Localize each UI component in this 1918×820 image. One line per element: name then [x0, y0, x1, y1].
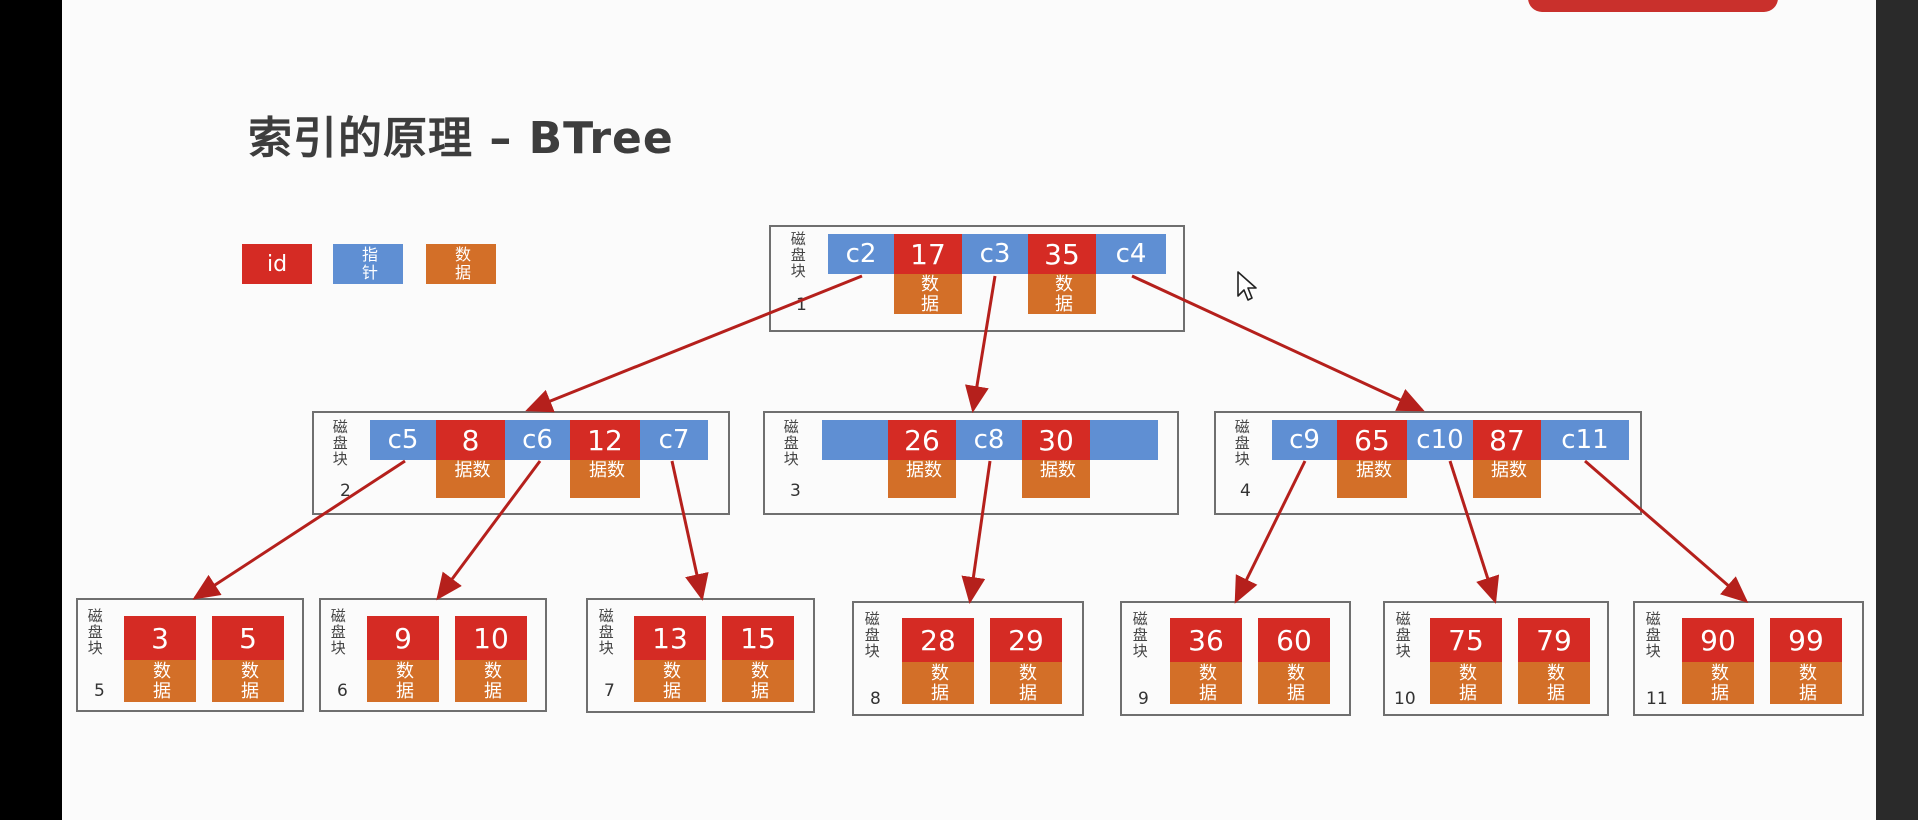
data-17: 数据: [894, 274, 962, 314]
data-30: 数据: [1022, 460, 1090, 498]
data-9: 数据: [367, 660, 439, 702]
block-1-label: 磁盘块: [788, 231, 807, 279]
block-5-number: 5: [94, 681, 105, 701]
block-6-number: 6: [337, 681, 348, 701]
key-26: 26: [888, 420, 956, 460]
key-10: 10: [455, 616, 527, 660]
data-8: 数据: [436, 460, 505, 498]
pointer-c6: c6: [505, 420, 570, 460]
data-3: 数据: [124, 660, 196, 702]
data-26: 数据: [888, 460, 956, 498]
data-75: 数据: [1430, 662, 1502, 704]
block-10-number: 10: [1394, 689, 1416, 709]
pointer-c8: c8: [956, 420, 1022, 460]
block-11-label: 磁盘块: [1643, 611, 1662, 659]
data-90: 数据: [1682, 662, 1754, 704]
pointer-c2: c2: [828, 234, 894, 274]
data-36: 数据: [1170, 662, 1242, 704]
disk-block-5: [76, 598, 304, 712]
pointer-empty-left: [822, 420, 888, 460]
block-1-number: 1: [796, 295, 807, 315]
key-28: 28: [902, 618, 974, 662]
legend-id: id: [242, 244, 312, 284]
pointer-c11: c11: [1541, 420, 1629, 460]
legend-pointer: 指针: [333, 244, 403, 284]
legend-pointer-label: 指针: [359, 246, 378, 282]
data-5: 数据: [212, 660, 284, 702]
key-17: 17: [894, 234, 962, 274]
disk-block-11: [1633, 601, 1864, 716]
data-87: 数据: [1473, 460, 1541, 498]
block-9-label: 磁盘块: [1130, 611, 1149, 659]
block-7-number: 7: [604, 681, 615, 701]
block-5-label: 磁盘块: [85, 608, 104, 656]
key-29: 29: [990, 618, 1062, 662]
block-10-label: 磁盘块: [1393, 611, 1412, 659]
block-2-label: 磁盘块: [330, 419, 349, 467]
key-35: 35: [1028, 234, 1096, 274]
data-65: 数据: [1337, 460, 1407, 498]
key-30: 30: [1022, 420, 1090, 460]
key-65: 65: [1337, 420, 1407, 460]
data-35: 数据: [1028, 274, 1096, 314]
key-75: 75: [1430, 618, 1502, 662]
pointer-empty-right: [1090, 420, 1158, 460]
pointer-c9: c9: [1272, 420, 1337, 460]
data-12: 数据: [570, 460, 640, 498]
key-99: 99: [1770, 618, 1842, 662]
data-60: 数据: [1258, 662, 1330, 704]
pointer-c4: c4: [1096, 234, 1166, 274]
data-15: 数据: [722, 660, 794, 702]
key-79: 79: [1518, 618, 1590, 662]
data-99: 数据: [1770, 662, 1842, 704]
block-7-label: 磁盘块: [596, 608, 615, 656]
block-9-number: 9: [1138, 689, 1149, 709]
pointer-c3: c3: [962, 234, 1028, 274]
block-8-number: 8: [870, 689, 881, 709]
block-8-label: 磁盘块: [862, 611, 881, 659]
block-3-label: 磁盘块: [781, 419, 800, 467]
key-12: 12: [570, 420, 640, 460]
data-79: 数据: [1518, 662, 1590, 704]
page-title: 索引的原理 – BTree: [248, 113, 674, 164]
block-6-label: 磁盘块: [328, 608, 347, 656]
top-badge: [1528, 0, 1778, 12]
block-3-number: 3: [790, 481, 801, 501]
legend-data: 数据: [426, 244, 496, 284]
key-15: 15: [722, 616, 794, 660]
data-28: 数据: [902, 662, 974, 704]
data-10: 数据: [455, 660, 527, 702]
block-4-number: 4: [1240, 481, 1251, 501]
data-29: 数据: [990, 662, 1062, 704]
key-36: 36: [1170, 618, 1242, 662]
disk-block-6: [319, 598, 547, 712]
data-13: 数据: [634, 660, 706, 702]
pointer-c5: c5: [370, 420, 436, 460]
key-5: 5: [212, 616, 284, 660]
key-60: 60: [1258, 618, 1330, 662]
key-87: 87: [1473, 420, 1541, 460]
block-11-number: 11: [1646, 689, 1668, 709]
key-90: 90: [1682, 618, 1754, 662]
mouse-cursor-icon: [1237, 271, 1257, 301]
key-13: 13: [634, 616, 706, 660]
pointer-c7: c7: [640, 420, 708, 460]
block-4-label: 磁盘块: [1232, 419, 1251, 467]
window-edge: [1876, 0, 1918, 820]
legend-id-label: id: [266, 251, 288, 277]
legend-data-label: 数据: [452, 246, 471, 282]
key-3: 3: [124, 616, 196, 660]
block-2-number: 2: [340, 481, 351, 501]
pointer-c10: c10: [1407, 420, 1473, 460]
key-8: 8: [436, 420, 505, 460]
key-9: 9: [367, 616, 439, 660]
